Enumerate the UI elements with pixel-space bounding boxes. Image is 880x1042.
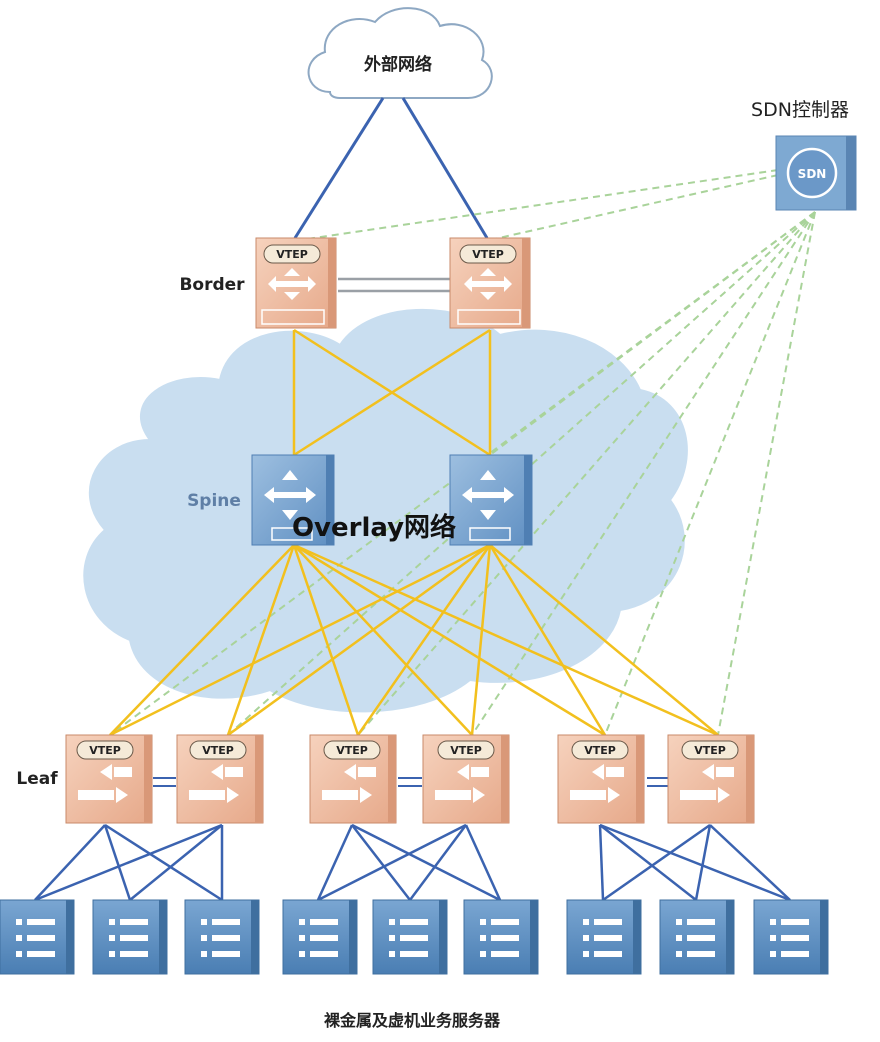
overlay-cloud (83, 308, 688, 713)
leaf-switch-4: VTEP (422, 734, 510, 824)
spine-switch-1 (251, 454, 335, 546)
spine-switch-2 (449, 454, 533, 546)
server-icon (92, 899, 168, 975)
border-label: Border (179, 275, 245, 295)
spine-label: Spine (187, 491, 241, 511)
leaf-switch-1: VTEP (65, 734, 153, 824)
leaf-arrows-icon (322, 764, 376, 803)
leaf-arrows-icon (680, 764, 734, 803)
vtep-label: VTEP (694, 744, 726, 757)
external-network-label: 外部网络 (364, 54, 432, 75)
vtep-label: VTEP (472, 248, 504, 261)
external-network-cloud: 外部网络 (307, 7, 493, 99)
server-rack-group (0, 899, 829, 975)
sdn-controller: SDN控制器 SDN (751, 99, 857, 211)
leaf-switch-2: VTEP (176, 734, 264, 824)
server-icon (0, 899, 75, 975)
vtep-label: VTEP (584, 744, 616, 757)
vtep-label: VTEP (276, 248, 308, 261)
leaf-peer-links (153, 777, 668, 787)
sdn-icon-text: SDN (798, 167, 827, 181)
vtep-label: VTEP (450, 744, 482, 757)
leaf-arrows-icon (78, 764, 132, 803)
server-icon (372, 899, 448, 975)
sdn-icon (786, 147, 838, 199)
leaf-server-links (34, 823, 791, 902)
border-switch-1: VTEP (255, 237, 337, 329)
server-icon (463, 899, 539, 975)
leaf-switch-3: VTEP (309, 734, 397, 824)
spine-leaf-links (109, 543, 719, 737)
server-icon (184, 899, 260, 975)
server-icon (753, 899, 829, 975)
vtep-label: VTEP (202, 744, 234, 757)
leaf-arrows-icon (570, 764, 624, 803)
vtep-label: VTEP (336, 744, 368, 757)
overlay-network-label: Overlay网络 (292, 512, 456, 543)
leaf-arrows-icon (189, 764, 243, 803)
leaf-arrows-icon (435, 764, 489, 803)
server-icon (282, 899, 358, 975)
switch-arrows-icon (462, 470, 514, 520)
servers-caption: 裸金属及虚机业务服务器 (324, 1011, 501, 1030)
switch-arrows-icon (464, 268, 512, 300)
leaf-label: Leaf (16, 769, 58, 789)
uplinks (293, 97, 489, 239)
border-spine-links (292, 328, 492, 457)
server-icon (566, 899, 642, 975)
vtep-label: VTEP (89, 744, 121, 757)
switch-arrows-icon (264, 470, 316, 520)
border-peer-links (338, 277, 450, 293)
switch-arrows-icon (268, 268, 316, 300)
sdn-controller-label: SDN控制器 (751, 99, 849, 121)
leaf-switch-5: VTEP (557, 734, 645, 824)
server-icon (659, 899, 735, 975)
border-switch-2: VTEP (449, 237, 531, 329)
leaf-switch-6: VTEP (667, 734, 755, 824)
